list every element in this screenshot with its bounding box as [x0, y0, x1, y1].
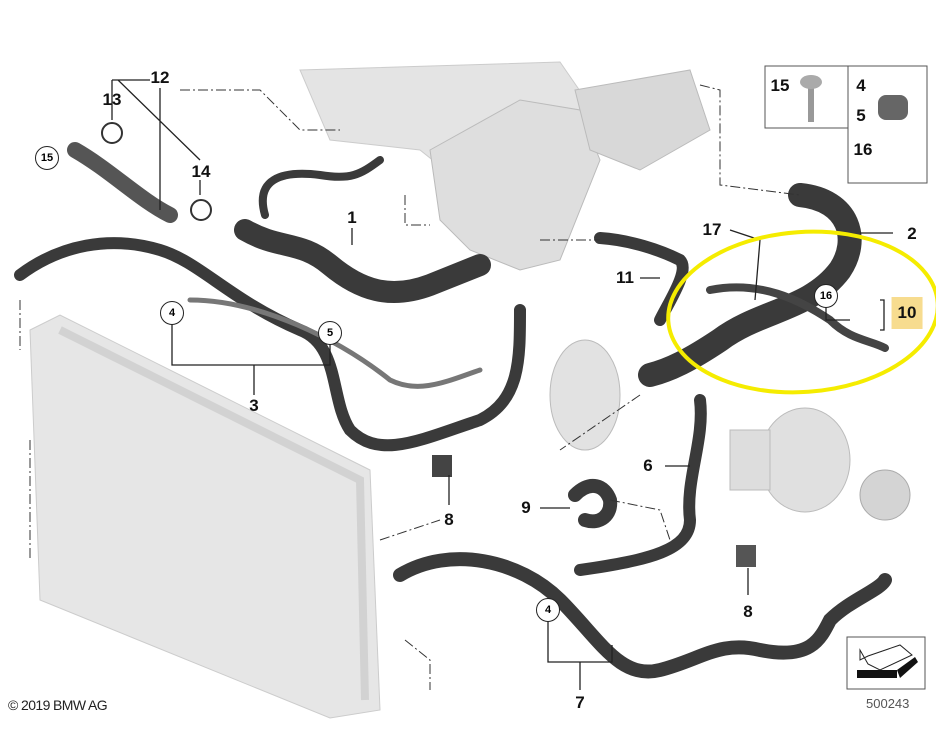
label-13: 13 [102, 90, 122, 109]
label-3: 3 [249, 396, 259, 415]
label-10-highlighted[interactable]: 10 [891, 297, 923, 329]
clamp-icon [878, 95, 908, 120]
hose-1 [234, 219, 491, 303]
label-14: 14 [191, 162, 211, 181]
sensor-8b [736, 545, 756, 567]
label-8-b: 8 [743, 602, 753, 621]
egr-cooler [574, 69, 711, 171]
hose-3 [14, 237, 526, 452]
label-4: 4 [856, 76, 866, 95]
label-4-circle: 4 [160, 301, 184, 325]
expansion-tank [549, 339, 621, 451]
label-16: 16 [853, 140, 873, 159]
parts-box-4-5-16 [847, 65, 928, 184]
sensor-8 [432, 455, 452, 477]
water-pump [429, 99, 601, 271]
label-6: 6 [643, 456, 653, 475]
copyright: © 2019 BMW AG [8, 697, 108, 713]
label-11: 11 [616, 268, 634, 287]
label-5: 5 [856, 106, 866, 125]
label-15: 15 [770, 76, 790, 95]
label-1: 1 [347, 208, 357, 227]
arrow-icon [859, 644, 913, 671]
label-7: 7 [575, 693, 585, 712]
hose-6 [574, 394, 707, 576]
highlight-ellipse [666, 229, 936, 395]
seal-ring-13 [101, 122, 123, 144]
pipe-4-5 [187, 297, 483, 389]
screw-icon [808, 82, 814, 122]
expansion-tank-2 [759, 407, 851, 513]
hose-9 [568, 479, 618, 529]
diagram-number: 500243 [866, 696, 910, 711]
label-17: 17 [702, 220, 722, 239]
label-15-circle: 15 [35, 146, 59, 170]
radiator [29, 314, 381, 719]
label-16-circle: 16 [814, 284, 838, 308]
label-4-circle-b: 4 [536, 598, 560, 622]
seal-ring-14 [190, 199, 212, 221]
label-5-circle: 5 [318, 321, 342, 345]
hose-7 [393, 552, 892, 679]
label-9: 9 [521, 498, 531, 517]
label-2: 2 [907, 224, 917, 243]
hose-15 [67, 142, 178, 223]
label-12: 12 [150, 68, 170, 87]
label-8: 8 [444, 510, 454, 529]
electric-pump [859, 469, 911, 521]
